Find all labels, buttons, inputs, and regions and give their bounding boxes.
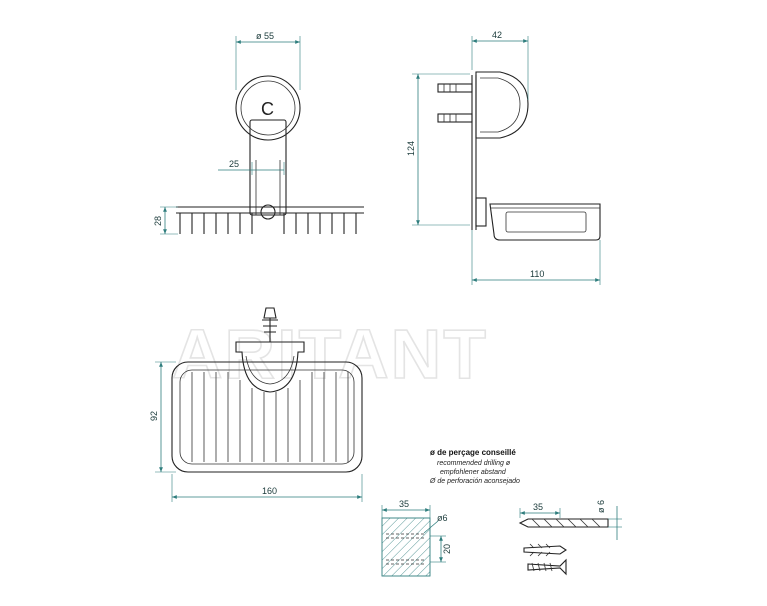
dim-block-width: 35 xyxy=(399,499,409,509)
dim-depth-top: 42 xyxy=(492,30,502,40)
top-view: 92 160 xyxy=(149,307,363,502)
drilling-note: ø de perçage conseillé recommended drill… xyxy=(429,448,520,485)
basket-prongs xyxy=(179,213,357,234)
drilling-note-line-2: empfohlener abstand xyxy=(440,469,507,476)
hardware-set: 35 ø 6 xyxy=(518,500,622,576)
wood-screw xyxy=(527,558,567,576)
cap-circle xyxy=(235,75,301,141)
dim-height-basket: 28 xyxy=(153,216,163,226)
dim-block-height: 20 xyxy=(442,544,452,554)
side-view: 42 124 110 xyxy=(406,30,601,285)
dim-drill-depth: 35 xyxy=(533,502,543,512)
hatched-block: 35 ø6 20 xyxy=(381,499,452,577)
wall-plug xyxy=(523,543,567,557)
dim-center-width: 25 xyxy=(229,159,239,169)
dim-width-basket: 160 xyxy=(262,486,277,496)
dim-drill-diameter: ø 6 xyxy=(596,500,606,513)
dim-height-total: 124 xyxy=(406,141,416,156)
side-dowels xyxy=(437,83,473,123)
basket-outer xyxy=(171,361,363,473)
top-screw xyxy=(262,307,278,342)
watermark-text: ARITANT xyxy=(172,315,488,393)
drilling-note-line-1: recommended drilling ø xyxy=(437,460,511,467)
dim-height-basket-front: 92 xyxy=(149,411,159,421)
dim-diameter-top: ø 55 xyxy=(256,31,274,41)
drilling-note-title: ø de perçage conseillé xyxy=(430,448,516,457)
basket-slats xyxy=(191,372,349,462)
dim-depth-total: 110 xyxy=(530,269,544,279)
drilling-note-line-3: Ø de perforación aconsejado xyxy=(429,478,520,485)
cap-letter: C xyxy=(261,99,274,119)
front-view: C ø 55 25 xyxy=(153,31,364,235)
drill-bit: 35 ø 6 xyxy=(518,500,622,540)
dim-block-diameter: ø6 xyxy=(437,513,448,523)
